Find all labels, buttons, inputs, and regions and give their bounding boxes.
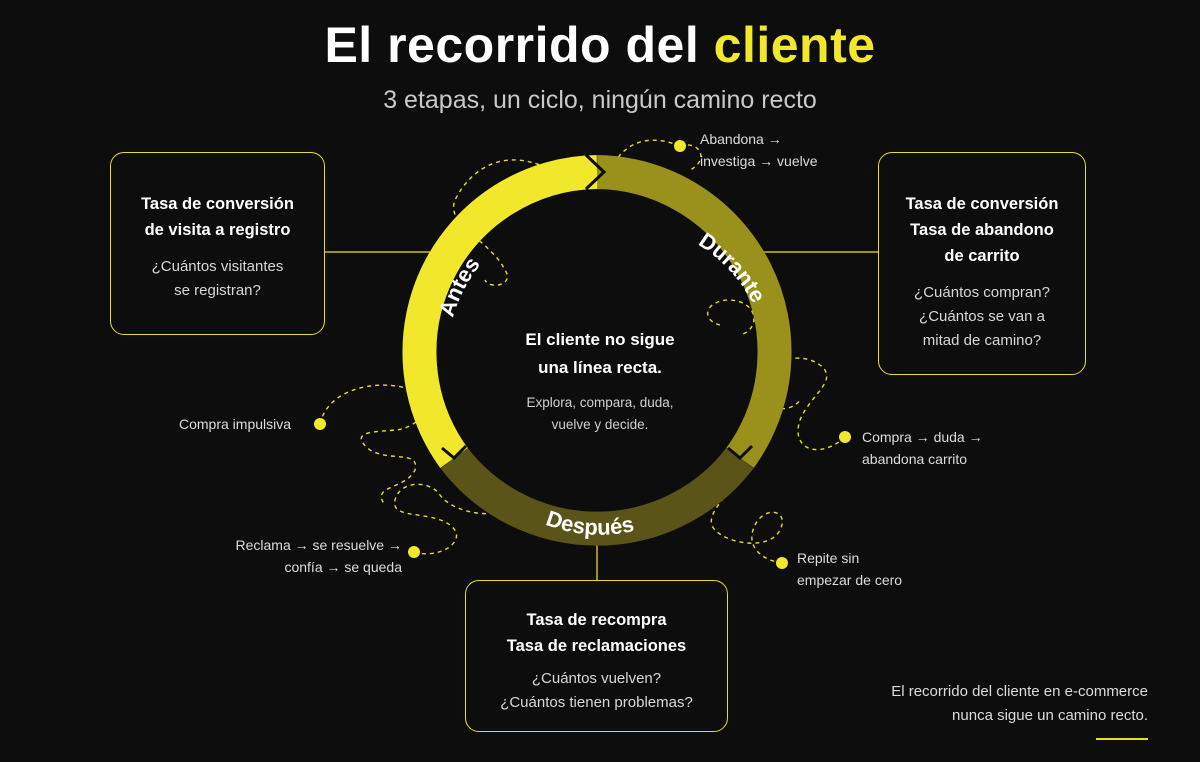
note-bottom-left-line2: confía → se queda [284,559,402,575]
box-after-question-1: ¿Cuántos vuelven? [531,670,662,687]
title-accent: cliente [713,17,876,73]
box-after-heading-2: Tasa de reclamaciones [506,637,687,655]
path-bottom-left [394,483,521,555]
box-during-heading-1: Tasa de conversión [905,195,1059,213]
path-right [759,357,846,451]
note-bottom-left: Reclama → se resuelve → confía → se qued… [230,534,402,578]
box-before-heading-1: Tasa de conversión [141,195,294,213]
path-bottom-right [710,469,783,564]
note-bottom-right-line2: empezar de cero [797,572,903,588]
wandering-paths [319,139,846,564]
cycle-ring [402,153,792,546]
footer-line2: nunca sigue un camino recto. [952,707,1148,724]
dot-right [839,431,851,443]
footer-underline [1096,738,1148,740]
note-right-line2: abandona carrito [862,451,968,467]
note-right-line1: Compra → duda → [862,429,983,445]
note-right: Compra → duda → abandona carrito [862,426,983,470]
center-heading-line1: El cliente no sigue [525,330,675,349]
box-before-heading-2: de visita a registro [144,221,291,239]
box-before-question-1: ¿Cuántos visitantes [151,258,284,275]
ring-after [440,447,754,546]
box-after-heading-1: Tasa de recompra [526,611,667,629]
metric-box-before: Tasa de conversión de visita a registro … [110,152,325,335]
box-during-question-2: ¿Cuántos se van a [919,308,1045,325]
box-during-heading-3: de carrito [944,247,1020,265]
page-subtitle: 3 etapas, un ciclo, ningún camino recto [383,86,817,114]
dot-bottom-left [408,546,420,558]
center-text-line2: vuelve y decide. [551,417,649,432]
marker-dots [314,140,851,569]
note-top-right-line2: investiga → vuelve [700,153,818,169]
dot-bottom-right [776,557,788,569]
box-during-question-1: ¿Cuántos compran? [914,284,1050,301]
center-text-line1: Explora, compara, duda, [526,395,674,410]
center-heading-line2: una línea recta. [538,358,662,377]
note-left: Compra impulsiva [179,416,292,432]
dot-left [314,418,326,430]
note-bottom-right-line1: Repite sin [797,550,860,566]
metric-box-during: Tasa de conversión Tasa de abandono de c… [878,152,1086,375]
note-top-right: Abandona → investiga → vuelve [700,128,818,172]
ring-arrow-top [584,153,607,191]
center-heading: El cliente no sigue una línea recta. [470,326,730,382]
footer-line1: El recorrido del cliente en e-commerce [891,683,1148,700]
box-during-heading-2: Tasa de abandono [910,221,1054,239]
page-title: El recorrido del cliente [0,16,1200,74]
title-main: El recorrido del [324,17,700,73]
ring-arrow-left [441,444,468,461]
center-description: Explora, compara, duda, vuelve y decide. [470,392,730,436]
ring-arrow-right [727,444,754,461]
ring-during [596,155,792,468]
ring-before [402,155,598,468]
box-before-question-2: se registran? [174,282,261,299]
note-bottom-left-line1: Reclama → se resuelve → [235,537,402,553]
dot-top-right [674,140,686,152]
note-bottom-right: Repite sin empezar de cero [797,547,902,591]
footer-caption: El recorrido del cliente en e-commerce n… [891,680,1148,728]
box-after-question-2: ¿Cuántos tienen problemas? [500,694,693,711]
note-top-right-line1: Abandona → [700,131,782,147]
box-during-question-3: mitad de camino? [922,332,1042,349]
metric-box-after: Tasa de recompra Tasa de reclamaciones ¿… [465,580,728,732]
